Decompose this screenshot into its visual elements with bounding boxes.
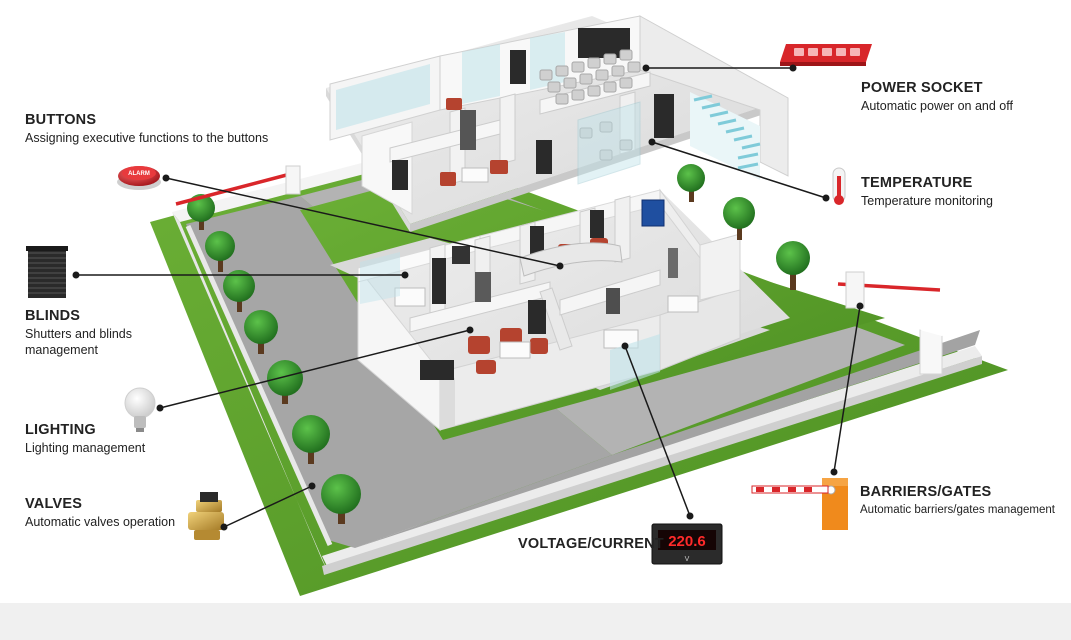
- label-temperature-title: TEMPERATURE: [861, 175, 973, 191]
- label-blinds-desc-line2: management: [25, 343, 98, 357]
- label-barriers-desc: Automatic barriers/gates management: [860, 504, 1055, 516]
- bottom-strip: [0, 603, 1071, 640]
- label-lighting: LIGHTING Lighting management: [25, 422, 145, 456]
- label-blinds: BLINDS Shutters and blinds management: [25, 308, 132, 358]
- light-bulb-icon: [124, 387, 156, 432]
- label-blinds-title: BLINDS: [25, 308, 81, 324]
- label-buttons-title: BUTTONS: [25, 112, 97, 128]
- label-buttons: BUTTONS Assigning executive functions to…: [25, 112, 268, 146]
- callout-line-voltage: [624, 345, 691, 517]
- label-blinds-desc-line1: Shutters and blinds: [25, 327, 133, 341]
- label-barriers-title: BARRIERS/GATES: [860, 484, 992, 500]
- barrier-gate-icon: [751, 478, 848, 530]
- tree: [205, 231, 235, 272]
- callout-dots: [72, 64, 864, 531]
- label-power-socket-desc: Automatic power on and off: [861, 99, 1013, 113]
- callout-line-barriers: [833, 305, 861, 473]
- label-voltage-title: VOLTAGE/CURRENT: [518, 536, 664, 552]
- callout-line-lighting: [159, 329, 471, 409]
- valve-icon: [188, 492, 224, 540]
- site-barriers: [175, 165, 954, 375]
- label-lighting-desc: Lighting management: [25, 441, 146, 455]
- alarm-button-text: ALARM: [128, 171, 150, 177]
- tree: [244, 310, 278, 354]
- thermometer-icon: [832, 167, 846, 205]
- label-valves: VALVES Automatic valves operation: [25, 496, 175, 530]
- label-valves-desc: Automatic valves operation: [25, 515, 176, 529]
- shutter-icon: [26, 246, 68, 298]
- tree: [776, 241, 810, 290]
- tree: [677, 164, 705, 202]
- tree: [723, 197, 755, 240]
- tree: [292, 415, 330, 464]
- label-barriers: BARRIERS/GATES Automatic barriers/gates …: [860, 484, 1055, 518]
- label-valves-title: VALVES: [25, 496, 83, 512]
- ground-floor: [357, 188, 790, 432]
- smart-building-diagram: ALARM: [25, 15, 1055, 596]
- callout-line-buttons: [165, 177, 561, 267]
- tree: [267, 360, 303, 404]
- label-voltage: VOLTAGE/CURRENT: [518, 536, 664, 552]
- callout-lines: [76, 67, 861, 528]
- label-power-socket-title: POWER SOCKET: [861, 80, 983, 96]
- label-lighting-title: LIGHTING: [25, 422, 96, 438]
- voltage-meter-icon: 220.6 V: [651, 523, 723, 565]
- staircase: [690, 92, 761, 180]
- meter-unit-text: V: [685, 556, 690, 563]
- label-temperature-desc: Temperature monitoring: [861, 194, 994, 208]
- upper-floor: [326, 15, 789, 232]
- tree: [321, 474, 361, 524]
- tree: [223, 270, 255, 312]
- alarm-button-icon: ALARM: [117, 166, 161, 190]
- power-strip-icon: [780, 44, 872, 66]
- label-power-socket: POWER SOCKET Automatic power on and off: [861, 80, 1013, 114]
- meter-display-text: 220.6: [668, 533, 706, 550]
- callout-line-valves: [223, 485, 313, 528]
- callout-line-temperature: [651, 141, 827, 199]
- label-temperature: TEMPERATURE Temperature monitoring: [861, 175, 993, 209]
- label-buttons-desc: Assigning executive functions to the but…: [25, 131, 269, 145]
